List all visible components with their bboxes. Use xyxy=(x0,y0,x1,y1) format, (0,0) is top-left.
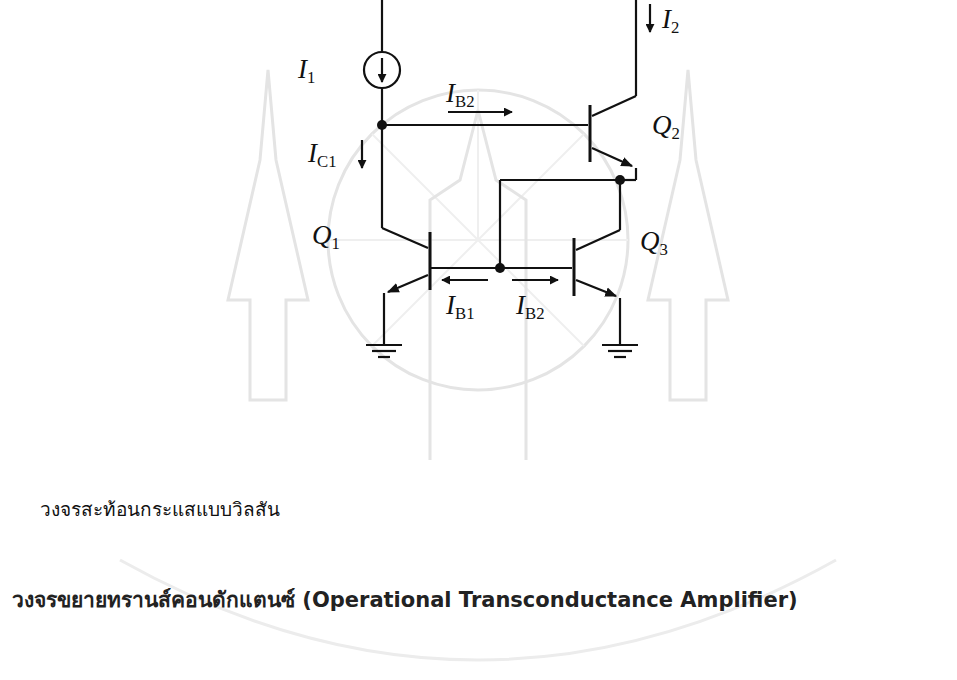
current-label: IB2 xyxy=(516,292,545,319)
figure-caption: วงจรสะท้อนกระแสแบบวิลสัน xyxy=(40,500,280,519)
current-label: IB2 xyxy=(446,80,475,107)
transistor-name: Q1 xyxy=(312,222,340,249)
current-label: I1 xyxy=(298,56,315,83)
current-source-symbol xyxy=(364,52,400,88)
section-heading: วงจรขยายทรานส์คอนดักแตนซ์ (Operational T… xyxy=(12,590,798,611)
current-label: I2 xyxy=(662,6,679,33)
transistor-name: Q3 xyxy=(640,228,668,255)
current-label: IC1 xyxy=(308,140,337,167)
watermark xyxy=(120,70,836,660)
junction-dots xyxy=(377,120,625,273)
transistor-name: Q2 xyxy=(652,112,680,139)
circuit-wires xyxy=(362,0,650,357)
current-label: IB1 xyxy=(446,292,475,319)
